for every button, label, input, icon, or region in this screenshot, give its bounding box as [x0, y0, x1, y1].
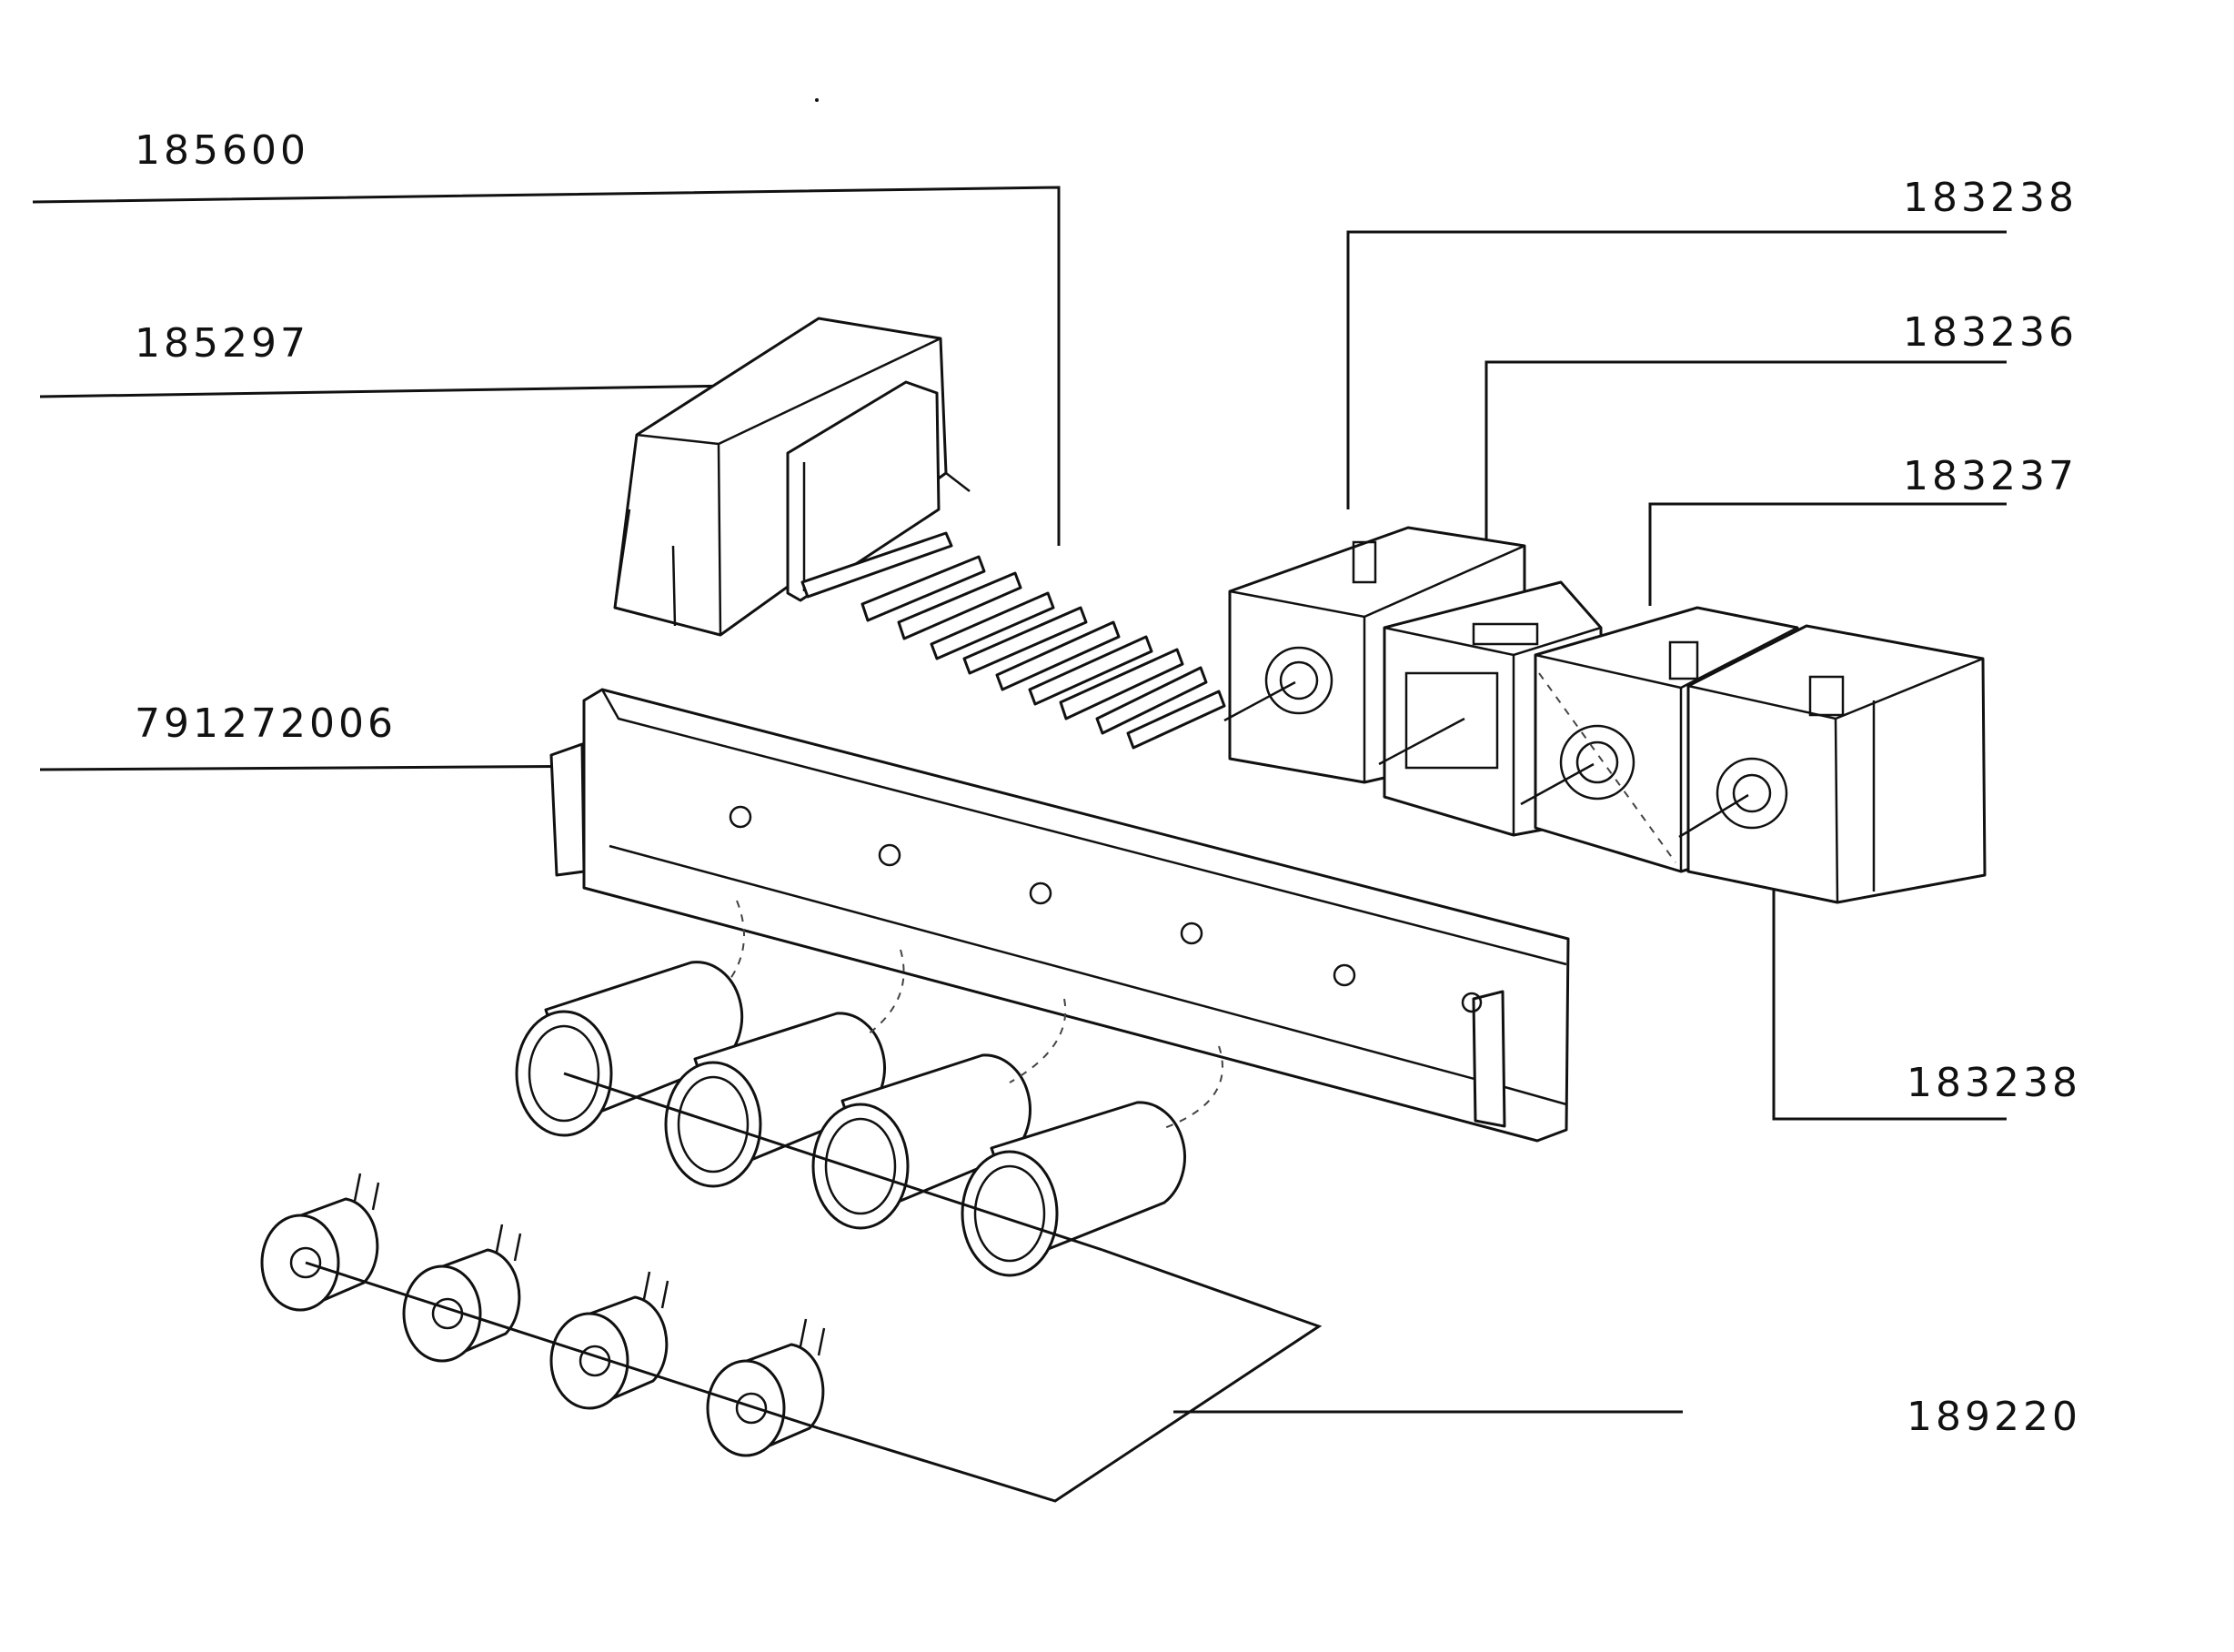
label-185600: 185600 — [135, 127, 309, 174]
knob-housing-4 — [961, 1101, 1186, 1277]
leader-185600 — [32, 186, 1061, 546]
knob-housing-2 — [664, 1012, 886, 1188]
label-183237: 183237 — [1903, 453, 2078, 499]
knob-cap-3 — [549, 1271, 669, 1410]
label-791272006: 791272006 — [135, 700, 397, 747]
label-183236: 183236 — [1903, 309, 2078, 356]
leader-183238-bottom — [1772, 855, 2007, 1121]
knob-housings — [515, 900, 1223, 1277]
knob-caps — [260, 1173, 826, 1457]
label-183238-top: 183238 — [1903, 175, 2078, 221]
leader-791272006 — [39, 764, 638, 771]
leader-lines — [32, 186, 2007, 1414]
mounting-rail-791272006 — [549, 688, 1570, 1143]
label-185297: 185297 — [135, 320, 309, 367]
envelope-189220 — [818, 1248, 1323, 1503]
leader-185297 — [39, 384, 738, 398]
switch-module-183238-bottom — [1678, 624, 1987, 904]
leader-183238-top — [1346, 230, 2007, 509]
label-183238-bottom: 183238 — [1907, 1060, 2081, 1106]
stray-dot — [815, 98, 819, 102]
leader-183237 — [1648, 502, 2007, 606]
knob-cap-4 — [706, 1318, 826, 1457]
knob-cap-1 — [260, 1173, 380, 1312]
knob-cap-2 — [402, 1224, 522, 1363]
transformer-185297 — [613, 317, 971, 637]
connector-strips-185600 — [800, 531, 1226, 750]
label-189220: 189220 — [1907, 1394, 2081, 1440]
